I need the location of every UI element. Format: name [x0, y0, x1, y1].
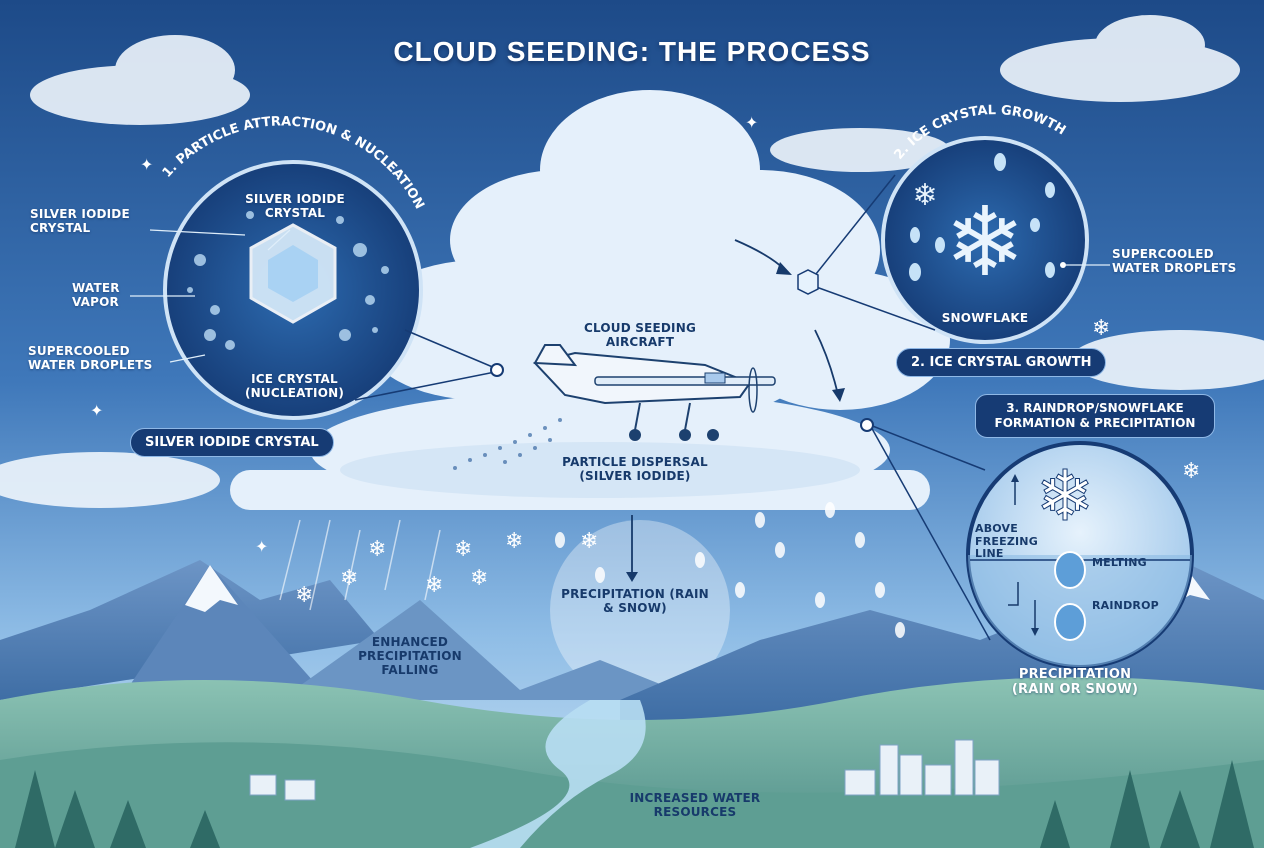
buildings	[249, 739, 1000, 801]
sky-clouds	[0, 15, 1264, 508]
svg-text:✦: ✦	[140, 155, 153, 174]
svg-text:❄: ❄	[505, 529, 523, 554]
step2-arc-title: 2. ICE CRYSTAL GROWTH	[892, 103, 1069, 163]
svg-text:❄: ❄	[425, 573, 443, 598]
trees	[15, 760, 1254, 848]
svg-text:❄: ❄	[340, 566, 358, 591]
silver-iodide-badge: SILVER IODIDE CRYSTAL	[130, 428, 334, 457]
svg-text:❄: ❄	[368, 537, 386, 562]
svg-text:❄: ❄	[912, 178, 937, 213]
particle-dispersal-label: PARTICLE DISPERSAL (SILVER IODIDE)	[562, 455, 708, 483]
precipitation-circle: ❄	[860, 418, 1194, 669]
svg-text:❄: ❄	[470, 566, 488, 591]
svg-text:❄: ❄	[295, 583, 313, 608]
enhanced-precipitation-label: ENHANCED PRECIPITATION FALLING	[358, 635, 462, 677]
svg-text:✦: ✦	[745, 113, 758, 132]
snowflake-label: SNOWFLAKE	[941, 311, 1029, 325]
svg-text:❄: ❄	[580, 529, 598, 554]
svg-text:❄: ❄	[1092, 316, 1110, 341]
svg-text:❄: ❄	[945, 186, 1025, 298]
svg-text:2. ICE CRYSTAL GROWTH: 2. ICE CRYSTAL GROWTH	[892, 103, 1069, 163]
formation-precipitation-badge: 3. RAINDROP/SNOWFLAKE FORMATION & PRECIP…	[975, 394, 1215, 438]
above-freezing-label: ABOVE FREEZING LINE	[975, 522, 1038, 561]
aircraft	[533, 344, 776, 441]
precipitation-label: PRECIPITATION (RAIN & SNOW)	[561, 587, 709, 615]
ice-growth-circle: ❄ ❄	[797, 136, 1110, 344]
silver-iodide-crystal-label: SILVER IODIDE CRYSTAL	[30, 207, 130, 235]
ice-crystal-growth-badge: 2. ICE CRYSTAL GROWTH	[896, 348, 1107, 377]
aircraft-label: CLOUD SEEDING AIRCRAFT	[583, 321, 697, 349]
melting-label: MELTING	[1092, 556, 1147, 569]
precipitation-drops	[555, 502, 905, 638]
svg-text:❄: ❄	[454, 537, 472, 562]
water-vapor-label: WATER VAPOR	[72, 281, 120, 309]
water-resources-label: INCREASED WATER RESOURCES	[629, 791, 761, 819]
page-title: CLOUD SEEDING: THE PROCESS	[393, 36, 871, 67]
supercooled-droplets-label-2: SUPERCOOLED WATER DROPLETS	[1112, 247, 1237, 275]
svg-text:✦: ✦	[90, 401, 103, 420]
silver-iodide-crystal-top-label: SILVER IODIDE CRYSTAL	[245, 192, 345, 220]
svg-text:❄: ❄	[1182, 459, 1200, 484]
svg-text:✦: ✦	[255, 537, 268, 556]
ice-crystal-label: ICE CRYSTAL (NUCLEATION)	[244, 372, 345, 400]
nucleation-circle	[130, 160, 504, 420]
svg-text:❄: ❄	[1036, 455, 1095, 537]
supercooled-droplets-label: SUPERCOOLED WATER DROPLETS	[28, 344, 153, 372]
precipitation-rain-snow-label: PRECIPITATION (RAIN or SNOW)	[1011, 667, 1139, 697]
raindrop-label: RAINDROP	[1092, 599, 1159, 612]
